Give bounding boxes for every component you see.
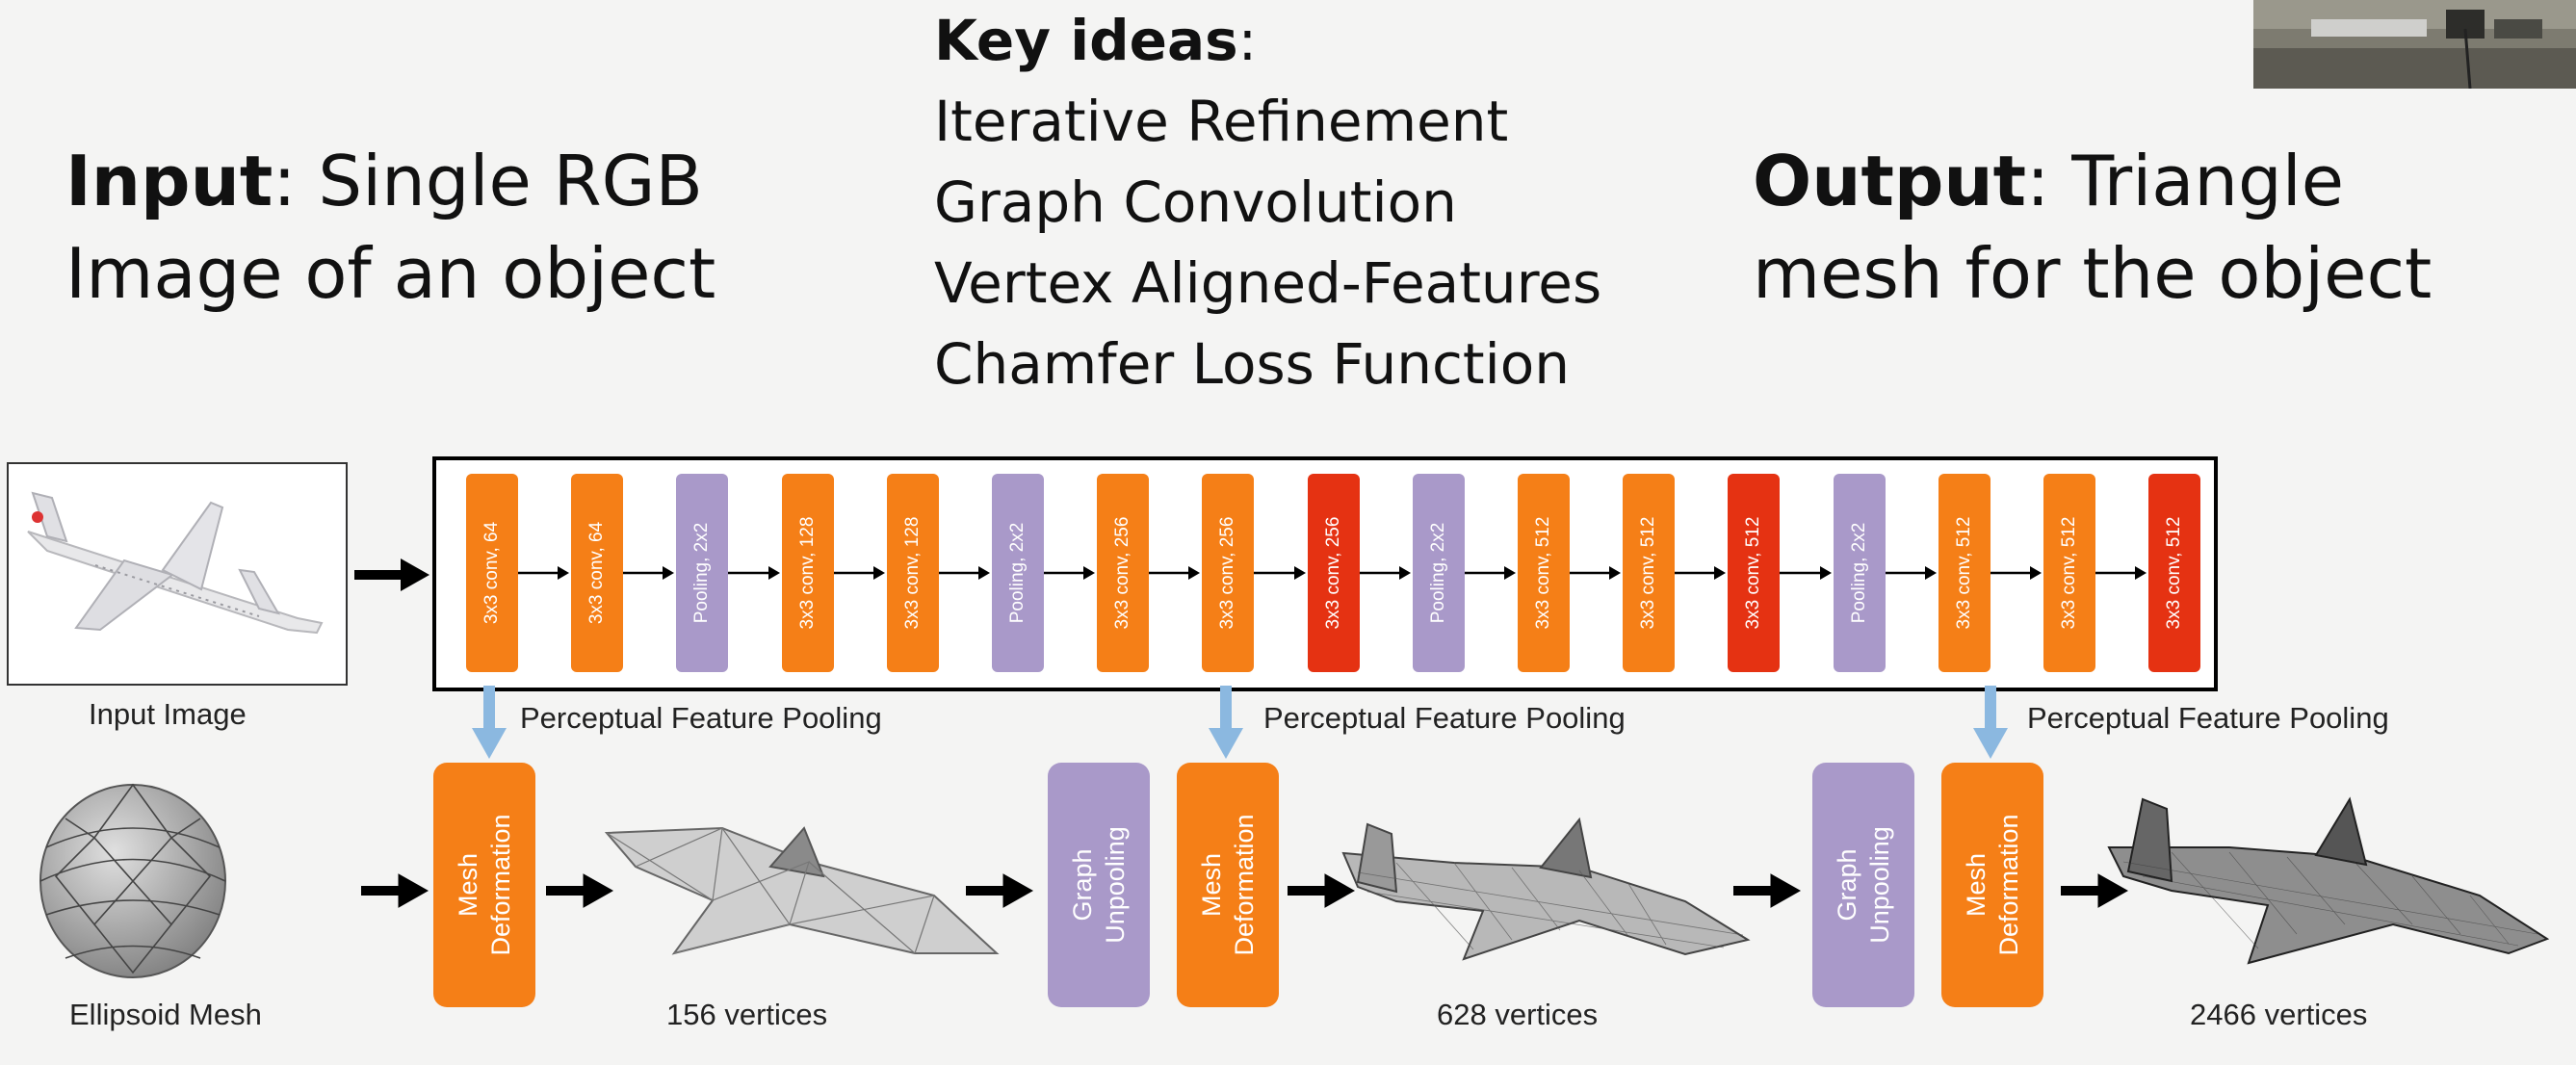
connector-arrow-icon xyxy=(1360,566,1411,580)
network-layer: 3x3 conv, 512 xyxy=(1939,474,1991,672)
key-ideas: Key ideas: Iterative Refinement Graph Co… xyxy=(934,0,1601,404)
pooling-caption-1: Perceptual Feature Pooling xyxy=(520,701,882,735)
connector-arrow-icon xyxy=(1254,566,1306,580)
network-layer: 3x3 conv, 64 xyxy=(571,474,623,672)
network-layer: 3x3 conv, 256 xyxy=(1202,474,1254,672)
network-layer: 3x3 conv, 256 xyxy=(1097,474,1149,672)
pipeline-arrows xyxy=(361,873,2129,908)
mesh-2466-vertices xyxy=(2107,796,2550,965)
key-idea-item: Graph Convolution xyxy=(934,169,1457,235)
input-heading-bold: Input xyxy=(65,141,273,221)
graph-unpooling-block-1: Graph Unpooling xyxy=(1048,763,1150,1007)
connector-arrow-icon xyxy=(1991,566,2042,580)
input-heading-rest: : Single RGB xyxy=(273,141,703,221)
input-heading-line2: Image of an object xyxy=(65,233,716,314)
connector-arrow-icon xyxy=(518,566,569,580)
input-heading: Input: Single RGB Image of an object xyxy=(65,135,716,320)
network-layer: 3x3 conv, 256 xyxy=(1308,474,1360,672)
pooling-arrow-1 xyxy=(472,686,507,759)
connector-arrow-icon xyxy=(834,566,885,580)
network-layer: Pooling, 2x2 xyxy=(676,474,728,672)
arrow-right-icon xyxy=(1733,873,1802,908)
key-idea-item: Vertex Aligned-Features xyxy=(934,250,1602,316)
mesh-156-vertices xyxy=(604,826,1000,955)
graph-unpooling-block-2: Graph Unpooling xyxy=(1812,763,1914,1007)
output-heading-line2: mesh for the object xyxy=(1753,233,2433,314)
pooling-caption-3: Perceptual Feature Pooling xyxy=(2027,701,2389,735)
network-layer: 3x3 conv, 512 xyxy=(1623,474,1675,672)
arrow-right-icon xyxy=(546,873,614,908)
key-idea-item: Iterative Refinement xyxy=(934,89,1509,154)
network-layer: Pooling, 2x2 xyxy=(1834,474,1886,672)
input-image-frame xyxy=(7,462,348,686)
connector-arrow-icon xyxy=(1149,566,1200,580)
output-heading: Output: Triangle mesh for the object xyxy=(1753,135,2432,320)
arrow-right-icon xyxy=(2061,873,2129,908)
arrow-right-icon xyxy=(354,558,429,591)
connector-arrow-icon xyxy=(1675,566,1726,580)
connector-arrow-icon xyxy=(1886,566,1937,580)
connector-arrow-icon xyxy=(2095,566,2147,580)
webcam-thumbnail xyxy=(2253,0,2576,90)
pooling-arrow-2 xyxy=(1209,686,1243,759)
network-layer: 3x3 conv, 512 xyxy=(2043,474,2095,672)
pooling-arrow-3 xyxy=(1973,686,2008,759)
vertices-caption-3: 2466 vertices xyxy=(2190,998,2368,1031)
key-ideas-title: Key ideas xyxy=(934,8,1238,73)
mesh-628-vertices xyxy=(1341,817,1751,961)
vertices-caption-2: 628 vertices xyxy=(1437,998,1599,1031)
connector-arrow-icon xyxy=(939,566,990,580)
network-layer: Pooling, 2x2 xyxy=(992,474,1044,672)
ellipsoid-mesh xyxy=(39,783,226,978)
network-layer: 3x3 conv, 128 xyxy=(887,474,939,672)
mesh-deformation-label: Mesh Deformation xyxy=(454,814,515,956)
arrow-right-icon xyxy=(1288,873,1356,908)
output-heading-bold: Output xyxy=(1753,141,2027,221)
arrow-right-icon xyxy=(361,873,429,908)
connector-arrow-icon xyxy=(1570,566,1621,580)
ellipsoid-caption: Ellipsoid Mesh xyxy=(69,998,262,1031)
connector-arrow-icon xyxy=(1465,566,1516,580)
graph-unpooling-label: Graph Unpooling xyxy=(1068,826,1130,944)
connector-arrow-icon xyxy=(1044,566,1095,580)
mesh-deformation-label: Mesh Deformation xyxy=(1197,814,1259,956)
mesh-deformation-block-1: Mesh Deformation xyxy=(433,763,535,1007)
key-ideas-colon: : xyxy=(1237,8,1258,73)
network-layer: 3x3 conv, 512 xyxy=(1728,474,1780,672)
arrow-right-icon xyxy=(966,873,1034,908)
connector-arrow-icon xyxy=(623,566,674,580)
input-image-caption: Input Image xyxy=(89,697,247,731)
key-idea-item: Chamfer Loss Function xyxy=(934,331,1571,397)
connector-arrow-icon xyxy=(728,566,780,580)
output-heading-rest: : Triangle xyxy=(2026,141,2345,221)
vertices-caption-1: 156 vertices xyxy=(666,998,828,1031)
mesh-deformation-block-3: Mesh Deformation xyxy=(1941,763,2043,1007)
network-layer: 3x3 conv, 512 xyxy=(2148,474,2200,672)
connector-arrow-icon xyxy=(1780,566,1832,580)
mesh-deformation-label: Mesh Deformation xyxy=(1962,814,2023,956)
network-layer: Pooling, 2x2 xyxy=(1413,474,1465,672)
pooling-caption-2: Perceptual Feature Pooling xyxy=(1263,701,1626,735)
network-layer: 3x3 conv, 512 xyxy=(1518,474,1570,672)
network-layer: 3x3 conv, 128 xyxy=(782,474,834,672)
webcam-scene xyxy=(2253,0,2576,90)
airplane-photo xyxy=(27,491,324,635)
graph-unpooling-label: Graph Unpooling xyxy=(1833,826,1894,944)
network-layer: 3x3 conv, 64 xyxy=(466,474,518,672)
mesh-deformation-block-2: Mesh Deformation xyxy=(1177,763,1279,1007)
